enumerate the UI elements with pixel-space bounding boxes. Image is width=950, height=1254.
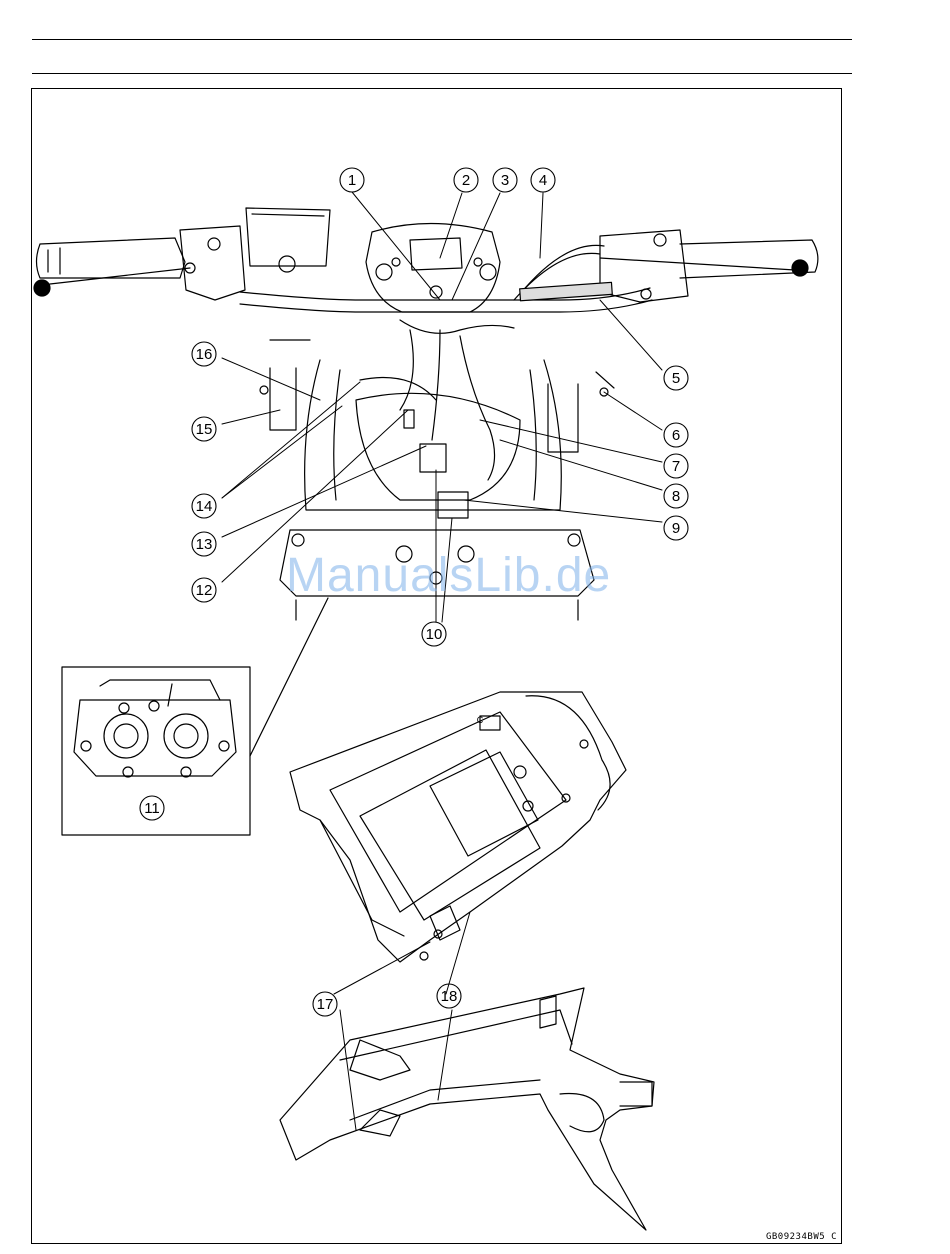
figure-code: GB09234BW5 C: [766, 1232, 837, 1242]
callout-10: 10: [426, 626, 443, 643]
callout-5: 5: [672, 370, 680, 387]
callout-18: 18: [441, 988, 458, 1005]
callout-1: 1: [348, 172, 356, 189]
callout-8: 8: [672, 488, 680, 505]
callout-12: 12: [196, 582, 213, 599]
callout-2: 2: [462, 172, 470, 189]
callout-6: 6: [672, 427, 680, 444]
callout-16: 16: [196, 346, 213, 363]
rear-fender-assembly: [280, 988, 654, 1230]
callout-14: 14: [196, 498, 213, 515]
callout-3: 3: [501, 172, 509, 189]
callout-4: 4: [539, 172, 547, 189]
callout-11: 11: [144, 800, 160, 817]
callout-15: 15: [196, 421, 213, 438]
callout-7: 7: [672, 458, 680, 475]
callout-9: 9: [672, 520, 680, 537]
callout-17: 17: [317, 996, 334, 1013]
rear-frame-assembly: [290, 692, 626, 962]
inset-letter-c: C: [477, 715, 484, 725]
watermark: ManualsLib.de: [286, 548, 611, 603]
callout-13: 13: [196, 536, 213, 553]
inset-meter-rear: [62, 598, 328, 835]
